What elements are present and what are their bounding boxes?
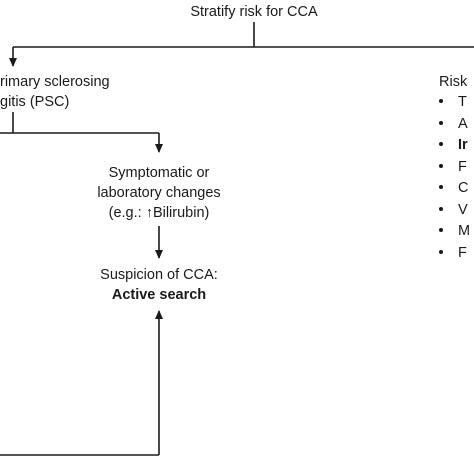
risk-factor-text: T xyxy=(458,94,467,110)
psc-node: rimary sclerosing gitis (PSC) xyxy=(0,72,110,112)
bullet-icon xyxy=(439,185,443,190)
risk-factor-item: T xyxy=(436,92,470,114)
bullet-icon xyxy=(439,206,443,211)
suspicion-node: Suspicion of CCA: Active search xyxy=(84,265,234,305)
risk-factor-item: C xyxy=(436,178,470,200)
root-label: Stratify risk for CCA xyxy=(190,4,318,20)
bullet-icon xyxy=(439,228,443,233)
risk-title: Risk xyxy=(439,72,467,92)
risk-factor-text: F xyxy=(458,158,467,175)
risk-factor-text: F xyxy=(458,244,467,261)
risk-factor-item: F xyxy=(436,243,470,265)
psc-label-line1: rimary sclerosing xyxy=(0,74,110,90)
risk-factor-text: M xyxy=(458,223,471,239)
risk-factor-text: C xyxy=(458,180,469,196)
risk-factor-item: A xyxy=(436,114,470,136)
risk-title-label: Risk xyxy=(439,74,468,90)
bullet-icon xyxy=(439,142,443,147)
symptomatic-line3: (e.g.: ↑Bilirubin) xyxy=(108,205,210,221)
bullet-icon xyxy=(439,120,443,125)
risk-factor-list: T A Ir F C V M F xyxy=(436,92,470,264)
risk-factor-item: V xyxy=(436,200,470,222)
psc-label-line2: gitis (PSC) xyxy=(0,94,70,110)
risk-factor-item: F xyxy=(436,157,470,179)
symptomatic-node: Symptomatic or laboratory changes (e.g.:… xyxy=(84,163,234,223)
suspicion-line2: Active search xyxy=(111,287,207,303)
bullet-icon xyxy=(439,163,443,168)
bullet-icon xyxy=(439,249,443,254)
risk-factor-item: M xyxy=(436,221,470,243)
symptomatic-line2: laboratory changes xyxy=(97,185,221,201)
symptomatic-line1: Symptomatic or xyxy=(108,165,210,181)
suspicion-line1: Suspicion of CCA: xyxy=(100,267,218,283)
risk-factor-text: V xyxy=(458,201,468,218)
risk-factor-text: Ir xyxy=(458,137,468,153)
bullet-icon xyxy=(439,99,443,104)
root-node: Stratify risk for CCA xyxy=(174,2,334,22)
risk-factor-text: A xyxy=(458,115,468,132)
risk-factor-item: Ir xyxy=(436,135,470,157)
